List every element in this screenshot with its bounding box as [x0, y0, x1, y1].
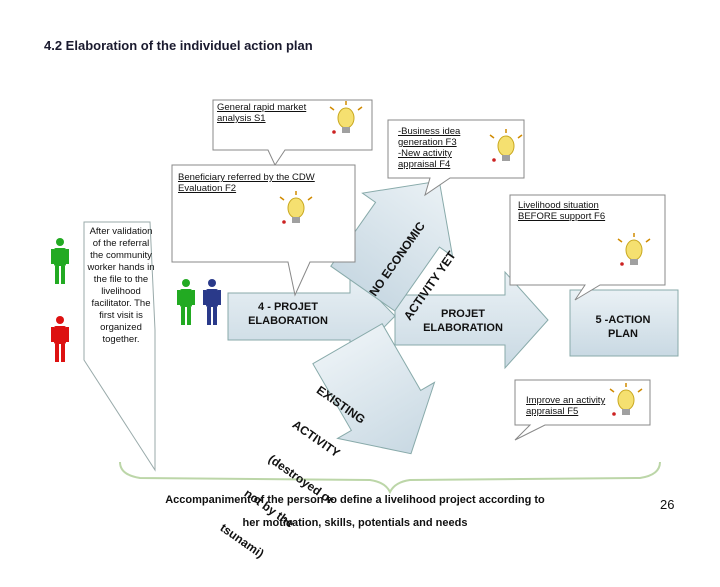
bubble-improve — [514, 379, 651, 441]
page-title: 4.2 Elaboration of the individuel action… — [44, 38, 313, 53]
step4-label: 4 - PROJET ELABORATION — [248, 301, 328, 327]
step5-label: 5 -ACTION PLAN — [595, 314, 651, 340]
footer-brace — [119, 461, 661, 495]
person-green-icon — [177, 279, 195, 325]
bubble-business-line1: -Business idea generation F3 — [398, 126, 461, 148]
bubble-market-text: General rapid market analysis S1 — [217, 102, 307, 124]
bubble-market — [212, 99, 373, 167]
bubble-livelihood — [509, 194, 666, 301]
person-blue-icon — [203, 279, 221, 325]
arrow-down-existing — [312, 323, 436, 455]
bubble-livelihood-text: Livelihood situation BEFORE support F6 — [518, 200, 606, 222]
side-note: After validation of the referral the com… — [87, 226, 155, 345]
bubble-improve-text: Improve an activity appraisal F5 — [526, 395, 606, 417]
existing-line2: ACTIVITY — [289, 417, 343, 461]
bubble-beneficiary — [171, 164, 356, 297]
footer-line2: her motivation, skills, potentials and n… — [242, 517, 468, 529]
bubble-beneficiary-text: Beneficiary referred by the CDW Evaluati… — [178, 172, 315, 194]
box-step5 — [569, 289, 679, 357]
bubble-business-line2: -New activity appraisal F4 — [398, 148, 452, 170]
page-number: 26 — [660, 497, 675, 512]
bubble-business — [387, 119, 525, 197]
left-arrow-shape — [83, 221, 156, 472]
action-plan-diagram — [51, 99, 679, 495]
person-green-icon — [51, 238, 69, 284]
arrow-projet — [394, 270, 549, 370]
person-red-icon — [51, 316, 69, 362]
arrow-up-no-activity — [330, 180, 454, 312]
existing-line1: EXISTING — [313, 382, 368, 427]
footer-line1: Accompaniment of the person to define a … — [165, 494, 545, 506]
bubble-business-text: -Business idea generation F3 -New activi… — [398, 126, 488, 170]
projet-label: PROJET ELABORATION — [423, 308, 503, 334]
